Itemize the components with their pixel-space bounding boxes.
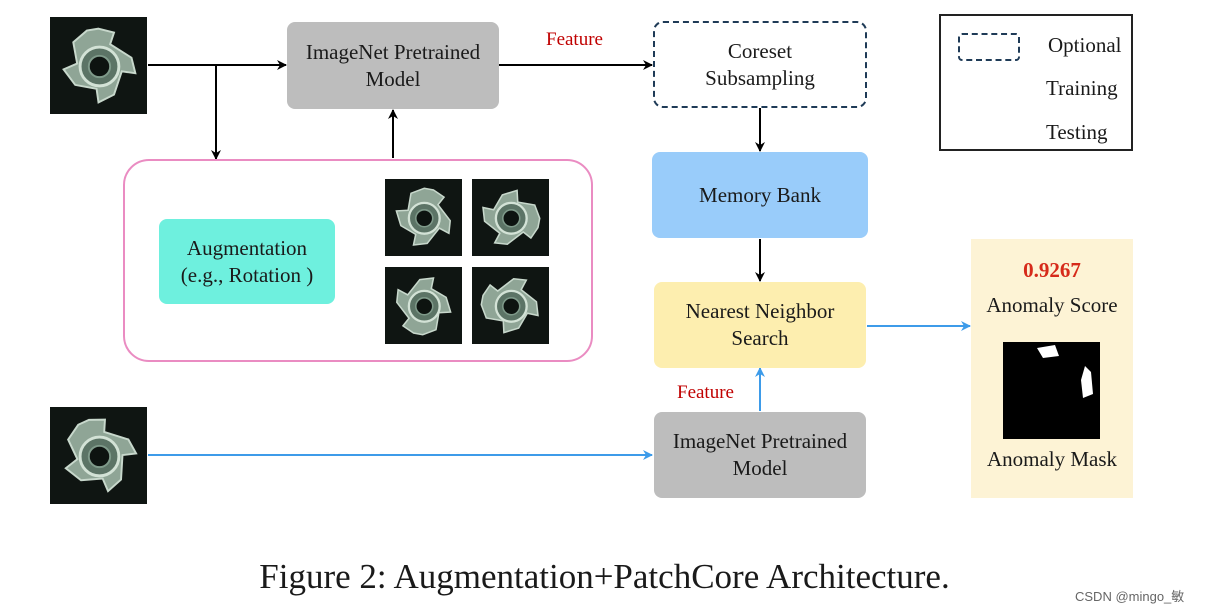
top-model-label: ImageNet Pretrained Model — [305, 39, 481, 91]
augmented-image-2 — [472, 179, 549, 256]
coreset-subsampling: Coreset Subsampling — [653, 21, 867, 108]
feature-label-bottom: Feature — [677, 382, 734, 403]
memory-bank: Memory Bank — [652, 152, 868, 238]
metal-nut-icon — [50, 17, 147, 114]
augmented-image-3 — [385, 267, 462, 344]
feature-label-top: Feature — [546, 29, 603, 50]
input-test-image — [50, 407, 147, 504]
metal-nut-icon — [472, 267, 549, 344]
bottom-model-label: ImageNet Pretrained Model — [672, 429, 848, 480]
watermark: CSDN @mingo_敏 — [1075, 589, 1185, 604]
anomaly-score-label: Anomaly Score — [986, 293, 1118, 317]
nearest-neighbor-search: Nearest Neighbor Search — [654, 282, 866, 368]
anomaly-score-value: 0.9267 — [1023, 258, 1081, 282]
legend-optional-swatch — [958, 33, 1020, 61]
anomaly-mask-icon — [1037, 345, 1093, 398]
augmentation-box: Augmentation (e.g., Rotation ) — [159, 219, 335, 304]
metal-nut-icon — [472, 179, 549, 256]
legend-optional-label: Optional — [1048, 33, 1122, 57]
metal-nut-icon — [385, 179, 462, 256]
nn-search-label: Nearest Neighbor Search — [685, 299, 835, 350]
output-panel: 0.9267 Anomaly Score Anomaly Mask — [971, 239, 1133, 498]
anomaly-mask-image — [1003, 342, 1100, 439]
augmentation-label: Augmentation (e.g., Rotation ) — [180, 235, 314, 287]
coreset-label: Coreset Subsampling — [705, 38, 815, 90]
legend-testing-label: Testing — [1046, 120, 1108, 144]
augmentation-frame — [123, 159, 593, 362]
metal-nut-icon — [385, 267, 462, 344]
legend: Optional Training Testing — [939, 14, 1133, 151]
bottom-pretrained-model: ImageNet Pretrained Model — [654, 412, 866, 498]
memory-bank-label: Memory Bank — [699, 182, 821, 207]
augmented-image-1 — [385, 179, 462, 256]
anomaly-mask-label: Anomaly Mask — [986, 447, 1118, 471]
legend-training-label: Training — [1046, 76, 1118, 100]
input-train-image — [50, 17, 147, 114]
figure-caption: Figure 2: Augmentation+PatchCore Archite… — [259, 557, 950, 596]
top-pretrained-model: ImageNet Pretrained Model — [287, 22, 499, 109]
metal-nut-icon — [50, 407, 147, 504]
augmented-image-4 — [472, 267, 549, 344]
